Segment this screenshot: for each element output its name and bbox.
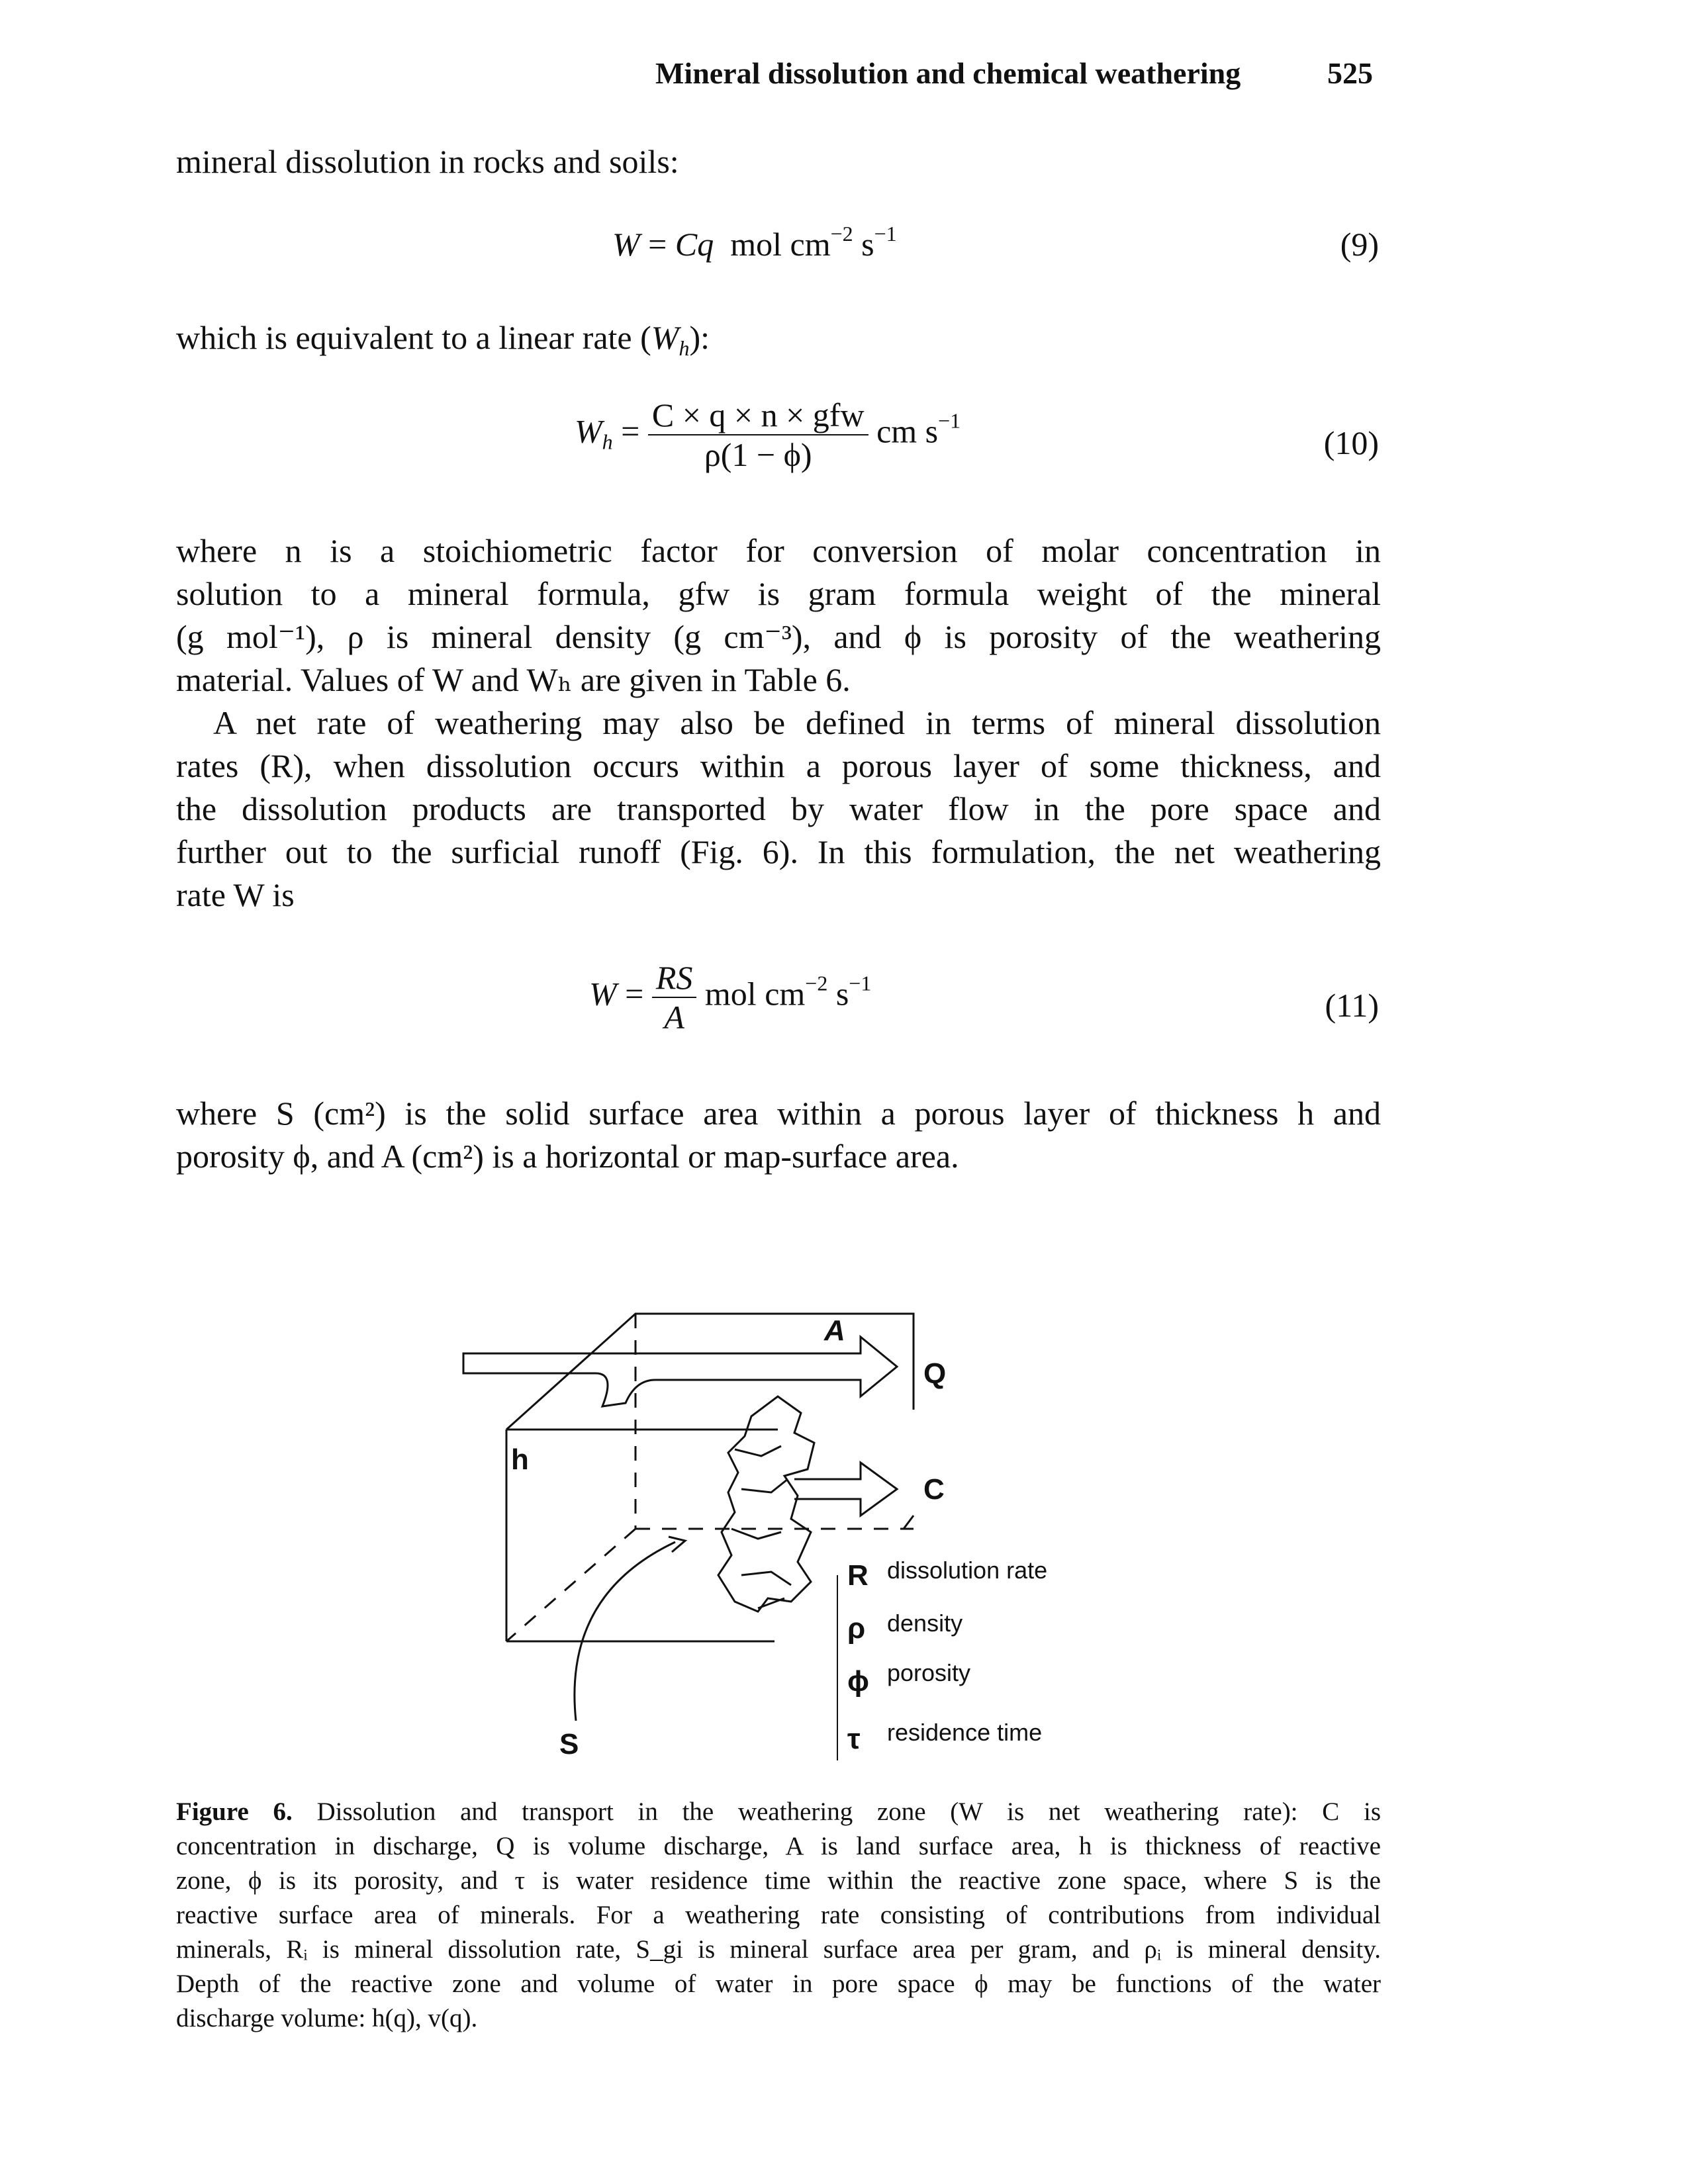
- equation-9: W = Cq mol cm−2 s−1: [612, 222, 897, 263]
- legend-density: density: [887, 1610, 962, 1637]
- net-rate-paragraph: A net rate of weathering may also be def…: [176, 702, 1381, 917]
- mineral-grains: [717, 1395, 816, 1613]
- eq10-denominator: ρ(1 − ϕ): [704, 436, 812, 473]
- net-rate-line-3: the dissolution products are transported…: [176, 790, 1381, 827]
- caption-line-6: Depth of the reactive zone and volume of…: [176, 1970, 1381, 1998]
- arrow-q: [462, 1334, 899, 1408]
- net-rate-line-5: rate W is: [176, 876, 295, 913]
- where-line-1: where n is a stoichiometric factor for c…: [176, 532, 1381, 569]
- equation-11: W = RS A mol cm−2 s−1: [589, 958, 872, 1036]
- linear-rate-prefix: which is equivalent to a linear rate (: [176, 319, 651, 356]
- eq10-lhs-sub: h: [602, 430, 613, 454]
- page-number: 525: [1327, 56, 1373, 90]
- caption-line-7: discharge volume: h(q), v(q).: [176, 2004, 478, 2032]
- figure-caption: Figure 6. Dissolution and transport in t…: [176, 1795, 1381, 2036]
- caption-line-2: concentration in discharge, Q is volume …: [176, 1832, 1381, 1860]
- where-line-4: material. Values of W and Wₕ are given i…: [176, 661, 851, 698]
- eq11-lhs: W: [589, 975, 617, 1013]
- hidden-diagonal-edge: [506, 1527, 636, 1643]
- grain-boundaries: [731, 1445, 792, 1610]
- symbol-phi: ϕ: [847, 1665, 869, 1698]
- figure-6: A Q C h S R ρ ϕ τ dissolution rate densi…: [457, 1297, 1119, 1760]
- running-head-title: Mineral dissolution and chemical weather…: [655, 56, 1241, 90]
- equation-9-number: (9): [1340, 226, 1379, 263]
- caption-text-1: Dissolution and transport in the weather…: [316, 1797, 1382, 1826]
- eq11-numerator: RS: [651, 958, 697, 998]
- surface-area-line-1: where S (cm²) is the solid surface area …: [176, 1095, 1381, 1132]
- eq11-denominator: A: [664, 999, 684, 1036]
- where-paragraph: where n is a stoichiometric factor for c…: [176, 529, 1381, 702]
- eq11-exp1: −2: [805, 971, 828, 995]
- eq10-unit: cm s: [876, 412, 939, 450]
- caption-line-5: minerals, Rᵢ is mineral dissolution rate…: [176, 1935, 1381, 1964]
- intro-text: mineral dissolution in rocks and soils:: [176, 143, 679, 180]
- eq11-exp2: −1: [849, 971, 872, 995]
- arrow-c: [794, 1461, 899, 1518]
- caption-lead: Figure 6.: [176, 1797, 293, 1826]
- label-h: h: [511, 1443, 529, 1476]
- legend-porosity: porosity: [887, 1659, 970, 1686]
- s-pointer-head: [668, 1535, 688, 1553]
- label-a: A: [823, 1314, 845, 1347]
- s-pointer: [573, 1541, 676, 1721]
- linear-rate-subscript: h: [679, 336, 690, 360]
- eq9-exp1: −2: [830, 222, 853, 246]
- linear-rate-line: which is equivalent to a linear rate (Wh…: [176, 316, 1381, 359]
- where-line-3: (g mol⁻¹), ρ is mineral density (g cm⁻³)…: [176, 618, 1381, 655]
- box-back-corner: [902, 1515, 915, 1529]
- eq9-exp2: −1: [874, 222, 897, 246]
- box-top-face: [505, 1312, 915, 1431]
- net-rate-line-2: rates (R), when dissolution occurs withi…: [176, 747, 1381, 784]
- eq9-rhs: Cq: [675, 226, 714, 263]
- linear-rate-suffix: ):: [689, 319, 710, 356]
- eq11-unit: mol cm: [704, 975, 806, 1013]
- equation-10-number: (10): [1323, 424, 1379, 461]
- eq10-numerator: C × q × n × gfw: [647, 396, 868, 435]
- net-rate-line-1: A net rate of weathering may also be def…: [213, 704, 1381, 741]
- label-q: Q: [923, 1357, 946, 1390]
- legend-residence-time: residence time: [887, 1719, 1042, 1746]
- eq11-s: s: [835, 975, 849, 1013]
- eq9-s: s: [861, 226, 874, 263]
- label-s: S: [559, 1728, 579, 1760]
- intro-line: mineral dissolution in rocks and soils:: [176, 140, 1381, 183]
- surface-area-paragraph: where S (cm²) is the solid surface area …: [176, 1092, 1381, 1178]
- eq11-fraction: RS A: [651, 958, 697, 1036]
- symbol-tau: τ: [847, 1723, 861, 1755]
- surface-area-line-2: porosity ϕ, and A (cm²) is a horizontal …: [176, 1138, 959, 1175]
- legend-dissolution-rate: dissolution rate: [887, 1557, 1047, 1584]
- symbol-r: R: [847, 1559, 868, 1592]
- label-c: C: [923, 1473, 945, 1506]
- equation-10: Wh = C × q × n × gfw ρ(1 − ϕ) cm s−1: [575, 396, 961, 474]
- net-rate-line-4: further out to the surficial runoff (Fig…: [176, 833, 1381, 870]
- where-line-2: solution to a mineral formula, gfw is gr…: [176, 575, 1381, 612]
- linear-rate-symbol: W: [651, 319, 679, 356]
- caption-line-4: reactive surface area of minerals. For a…: [176, 1901, 1381, 1929]
- eq9-lhs: W: [612, 226, 640, 263]
- eq10-lhs: W: [575, 412, 602, 450]
- equation-11-number: (11): [1325, 987, 1379, 1024]
- weathering-zone-diagram: A Q C h S R ρ ϕ τ dissolution rate densi…: [462, 1312, 1047, 1760]
- eq10-exp: −1: [938, 408, 961, 433]
- eq9-unit: mol cm: [730, 226, 831, 263]
- caption-line-3: zone, ϕ is its porosity, and τ is water …: [176, 1866, 1381, 1895]
- caption-line-1: Figure 6. Dissolution and transport in t…: [176, 1795, 1381, 1829]
- eq10-fraction: C × q × n × gfw ρ(1 − ϕ): [647, 396, 868, 474]
- symbol-rho: ρ: [847, 1612, 865, 1645]
